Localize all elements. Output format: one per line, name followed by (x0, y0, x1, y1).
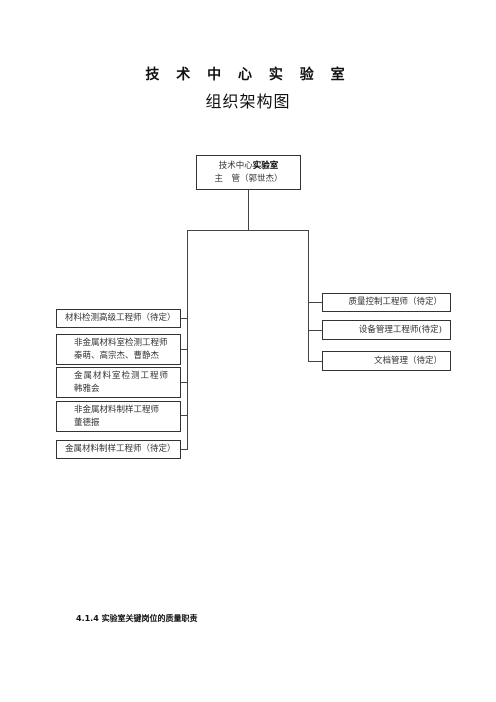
right-tick-2 (308, 330, 322, 331)
right-box-2-label: 设备管理工程师(待定) (358, 324, 442, 335)
connector-right-vertical (308, 230, 309, 362)
right-box-quality-control-engineer: 质量控制工程师（待定） (322, 293, 451, 312)
top-box-line2: 主 管（郭世杰） (214, 174, 283, 184)
left-box-senior-test-engineer: 材料检测高级工程师（待定） (56, 309, 181, 328)
top-box-bold: 实验室 (252, 161, 279, 171)
right-box-document-management: 文档管理（待定） (322, 351, 451, 371)
section-heading: 4.1.4 实验室关键岗位的质量职责 (76, 614, 198, 623)
top-box-lab-supervisor: 技术中心实验室 主 管（郭世杰） (196, 155, 301, 190)
left-box-nonmetal-sample-engineer: 非金属材料制样工程师 董德振 (56, 401, 181, 432)
left-box-2-line1: 非金属材料室检测工程师 (74, 337, 168, 348)
page-subtitle: 组织架构图 (205, 92, 291, 111)
left-box-3-line1: 金属材料室检测工程师 (74, 370, 170, 381)
connector-horizontal-bar (187, 230, 309, 231)
left-box-metal-test-engineer: 金属材料室检测工程师 韩雅会 (56, 367, 181, 398)
right-tick-1 (308, 302, 322, 303)
left-tick-5 (181, 449, 187, 450)
right-box-1-label: 质量控制工程师（待定） (348, 297, 442, 307)
left-box-metal-sample-engineer: 金属材料制样工程师（待定） (56, 440, 181, 459)
left-box-nonmetal-test-engineer: 非金属材料室检测工程师 秦萌、高宗杰、曹静杰 (56, 334, 181, 365)
left-tick-2 (181, 349, 187, 350)
left-box-2-line2: 秦萌、高宗杰、曹静杰 (74, 350, 160, 361)
left-tick-3 (181, 382, 187, 383)
right-box-3-label: 文档管理（待定） (373, 355, 442, 366)
top-box-prefix: 技术中心 (218, 161, 253, 171)
top-box-line1: 技术中心实验室 (197, 160, 300, 173)
left-tick-4 (181, 415, 187, 416)
left-tick-1 (181, 318, 187, 319)
connector-top-vertical (248, 190, 249, 230)
right-box-equipment-engineer: 设备管理工程师(待定) (322, 320, 451, 340)
connector-left-vertical (187, 230, 188, 450)
left-box-3-line2: 韩雅会 (74, 383, 100, 394)
left-box-1-line1: 材料检测高级工程师（待定） (65, 313, 176, 323)
right-tick-3 (308, 361, 322, 362)
page-title: 技 术 中 心 实 验 室 (145, 67, 351, 83)
left-box-4-line2: 董德振 (74, 417, 100, 428)
left-box-5-line1: 金属材料制样工程师（待定） (65, 444, 176, 454)
left-box-4-line1: 非金属材料制样工程师 (74, 404, 160, 415)
